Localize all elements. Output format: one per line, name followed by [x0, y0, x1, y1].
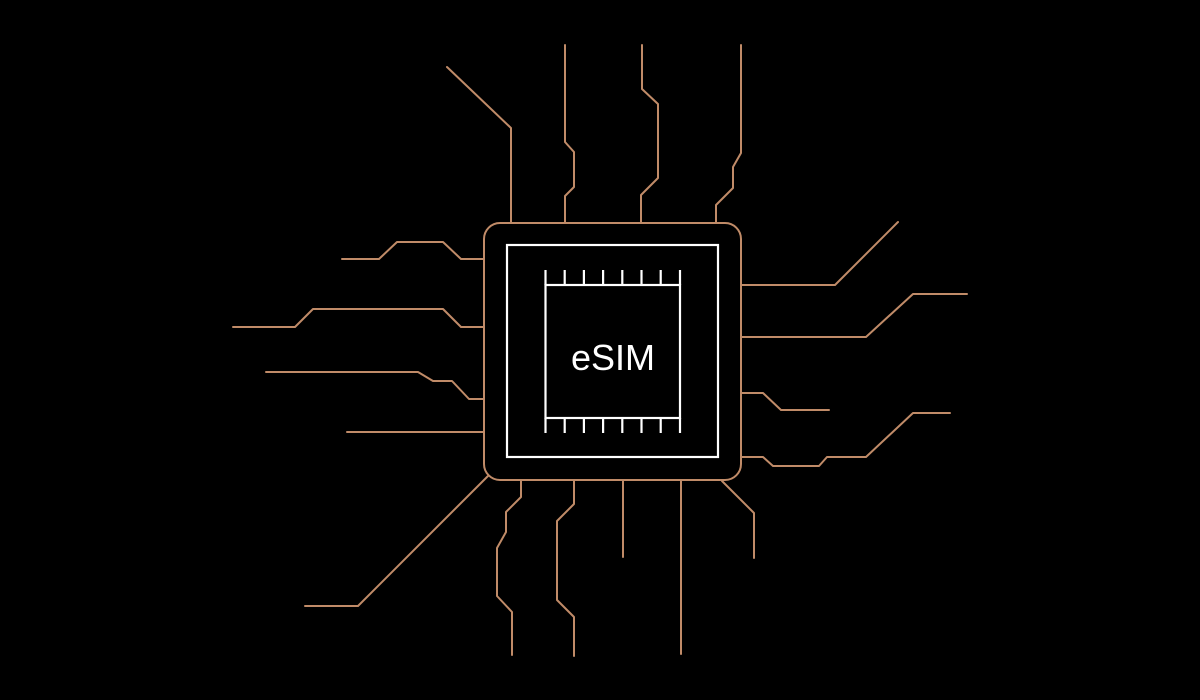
trace-right-3	[740, 392, 830, 411]
trace-right-2	[740, 293, 968, 338]
trace-right-4	[740, 412, 951, 467]
trace-bottom-6	[721, 480, 755, 559]
esim-label: eSIM	[571, 337, 655, 378]
trace-left-2	[232, 308, 485, 328]
sim-contacts-top	[544, 270, 682, 285]
trace-top-3	[640, 44, 659, 224]
trace-bottom-2	[496, 479, 522, 656]
trace-top-2	[564, 44, 575, 224]
trace-top-4	[715, 44, 742, 224]
trace-left-1	[341, 241, 485, 260]
circuit-traces	[232, 44, 968, 657]
trace-bottom-1	[304, 475, 489, 607]
trace-left-3	[265, 371, 485, 400]
trace-bottom-3	[556, 479, 575, 657]
trace-right-1	[740, 221, 899, 286]
sim-card-icon: eSIM	[544, 270, 682, 433]
trace-top-1	[446, 66, 512, 224]
sim-contacts-bottom	[544, 418, 682, 433]
chip-package	[483, 222, 742, 481]
chip-inner-frame	[505, 243, 720, 459]
